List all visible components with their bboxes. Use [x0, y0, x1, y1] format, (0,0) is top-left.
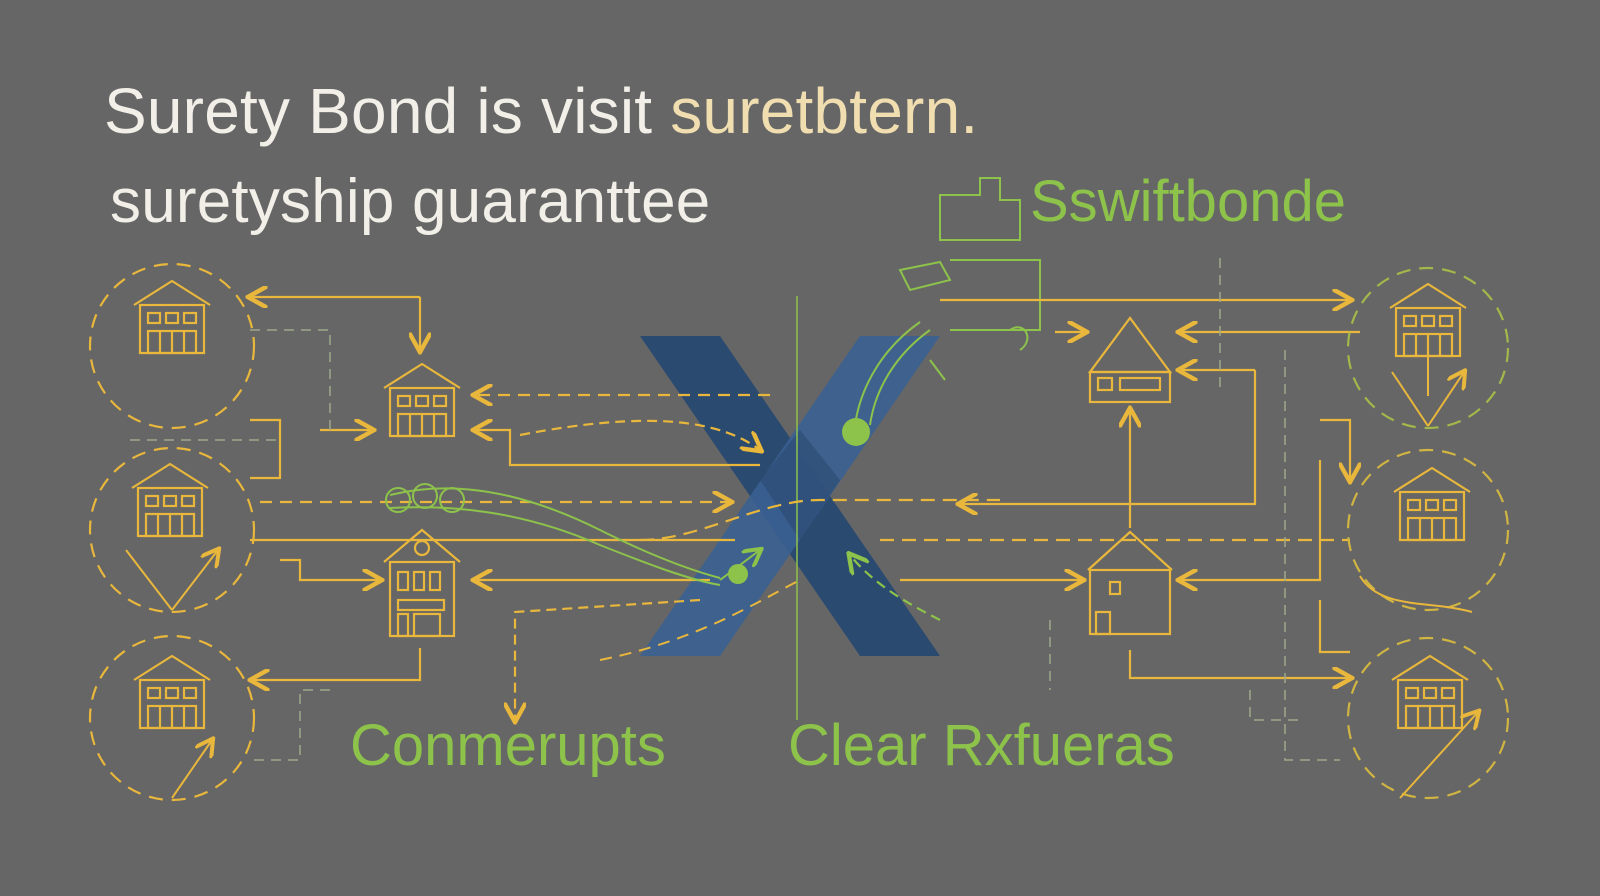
house-icon — [1390, 654, 1470, 730]
label-top-right: Sswiftbonde — [1030, 169, 1346, 234]
house-icon — [383, 528, 461, 638]
circle-mid-right — [1346, 448, 1510, 612]
center-x-symbol — [640, 336, 940, 656]
green-chain-left — [385, 483, 760, 586]
circle-mid-left — [88, 446, 256, 614]
house-icon — [1087, 316, 1173, 404]
heading-line-2: suretyship guaranttee — [110, 167, 711, 236]
house-icon — [382, 362, 462, 438]
heading-line-1: Surety Bond is visit suretbtern. — [104, 74, 978, 148]
house-icon — [132, 279, 212, 355]
house-icon — [130, 462, 210, 538]
green-chain-right — [854, 177, 1041, 426]
house-icon — [1392, 466, 1472, 542]
label-bottom-right: Clear Rxfueras — [788, 713, 1175, 778]
circle-top-left — [88, 262, 256, 430]
circle-bottom-right — [1346, 636, 1510, 800]
house-icon — [1388, 282, 1468, 358]
heading-line-1-accent: suretbtern. — [670, 75, 979, 147]
label-bottom-left: Conmerupts — [350, 713, 666, 778]
circle-top-right — [1346, 266, 1510, 430]
circle-bottom-left — [88, 634, 256, 802]
house-icon — [132, 654, 212, 730]
house-icon — [1087, 530, 1173, 636]
heading-line-1-text: Surety Bond is visit — [104, 75, 671, 147]
